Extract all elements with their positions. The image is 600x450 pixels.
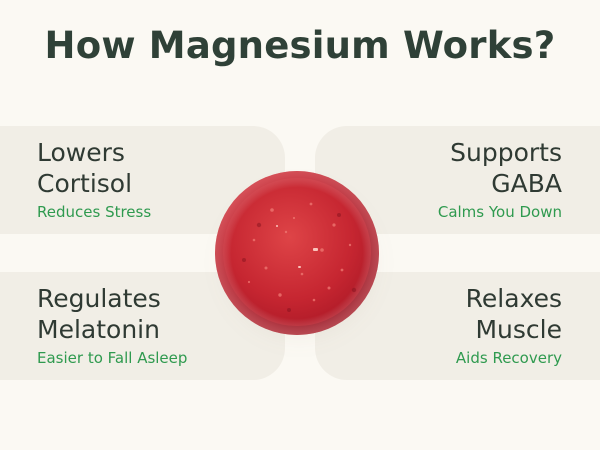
card-heading-line-1: Regulates xyxy=(37,284,161,313)
card-heading-line-1: Supports xyxy=(450,138,562,167)
card-text: Lowers Cortisol Reduces Stress xyxy=(37,137,151,223)
card-heading-line-2: Melatonin xyxy=(37,315,160,344)
card-text: Regulates Melatonin Easier to Fall Aslee… xyxy=(37,283,187,369)
card-subtitle: Calms You Down xyxy=(437,203,562,221)
card-supports-gaba: Supports GABA Calms You Down xyxy=(315,126,600,234)
gummy-image xyxy=(215,171,379,335)
card-heading-line-1: Lowers xyxy=(37,138,125,167)
page-title: How Magnesium Works? xyxy=(44,24,556,67)
card-heading-line-2: GABA xyxy=(491,169,562,198)
card-lowers-cortisol: Lowers Cortisol Reduces Stress xyxy=(0,126,285,234)
card-subtitle: Reduces Stress xyxy=(37,203,152,221)
card-subtitle: Aids Recovery xyxy=(455,349,562,367)
card-text: Relaxes Muscle Aids Recovery xyxy=(456,283,562,369)
card-heading-line-2: Muscle xyxy=(475,315,562,344)
card-text: Supports GABA Calms You Down xyxy=(438,137,562,223)
card-heading-line-2: Cortisol xyxy=(37,169,133,198)
card-subtitle: Easier to Fall Asleep xyxy=(37,349,188,367)
card-heading-line-1: Relaxes xyxy=(465,284,562,313)
